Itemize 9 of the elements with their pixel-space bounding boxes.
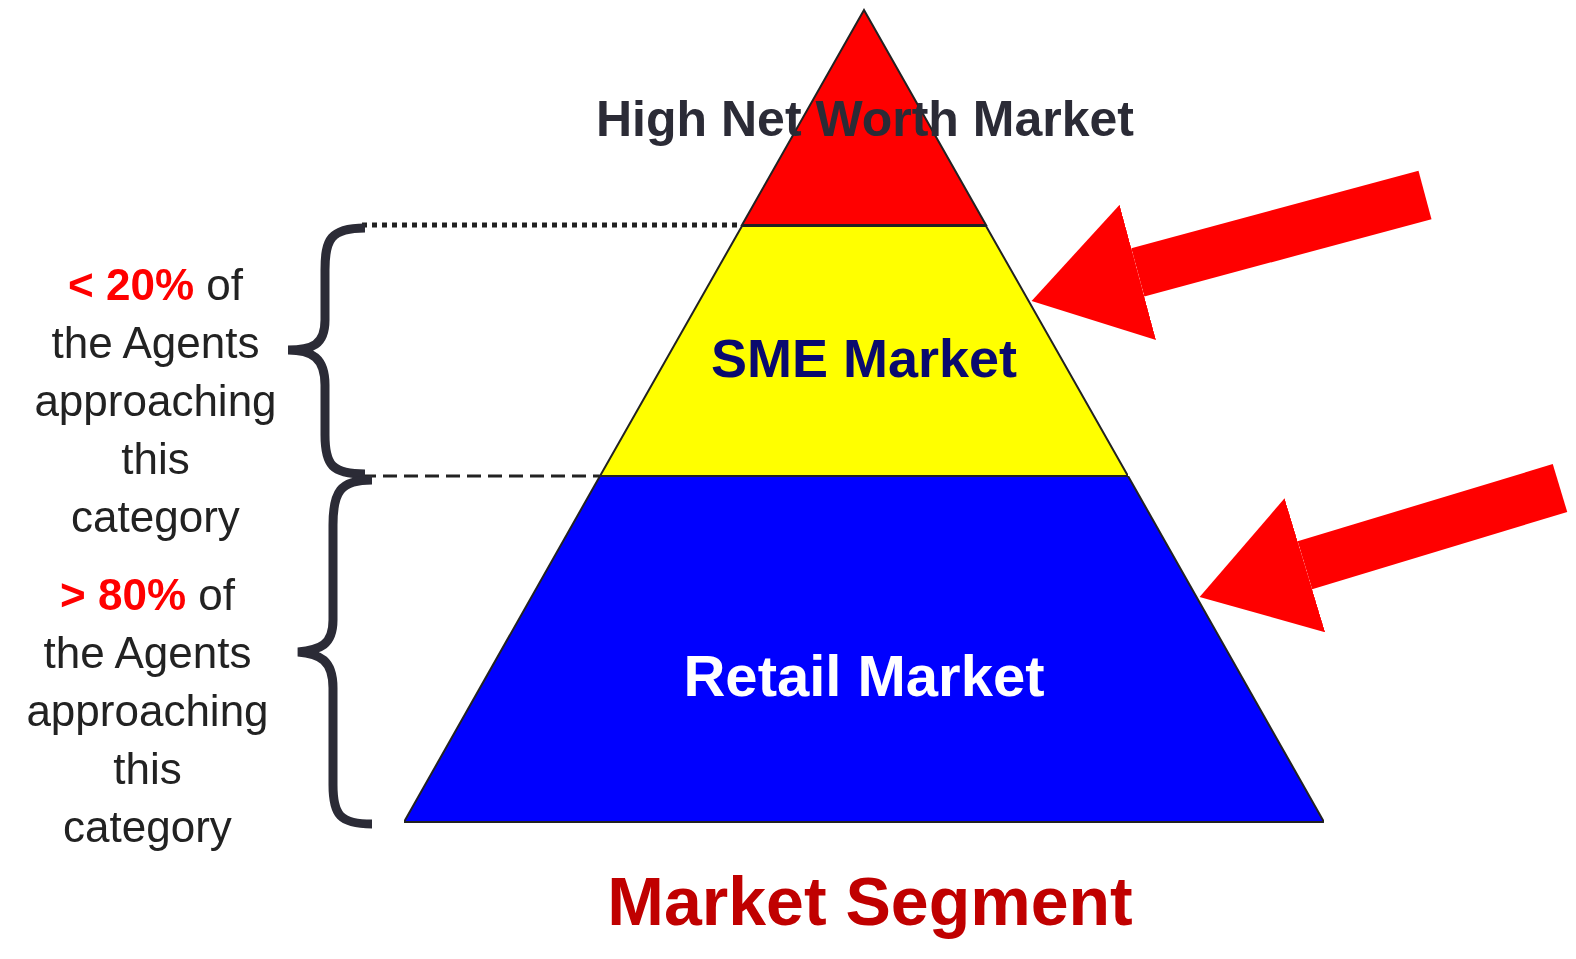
pyramid-middle-segment <box>600 225 1128 476</box>
block-arrow <box>1199 464 1568 633</box>
annotation-text: < 20% of the Agents approaching this category <box>33 259 278 543</box>
pyramid-base-segment <box>404 476 1324 823</box>
caption: Market Segment <box>606 862 1134 940</box>
block-arrow <box>1031 170 1432 340</box>
annotation-text: > 80% of the Agents approaching this category <box>25 569 270 853</box>
segment-label: Retail Market <box>682 642 1046 709</box>
segment-label: SME Market <box>709 327 1019 389</box>
